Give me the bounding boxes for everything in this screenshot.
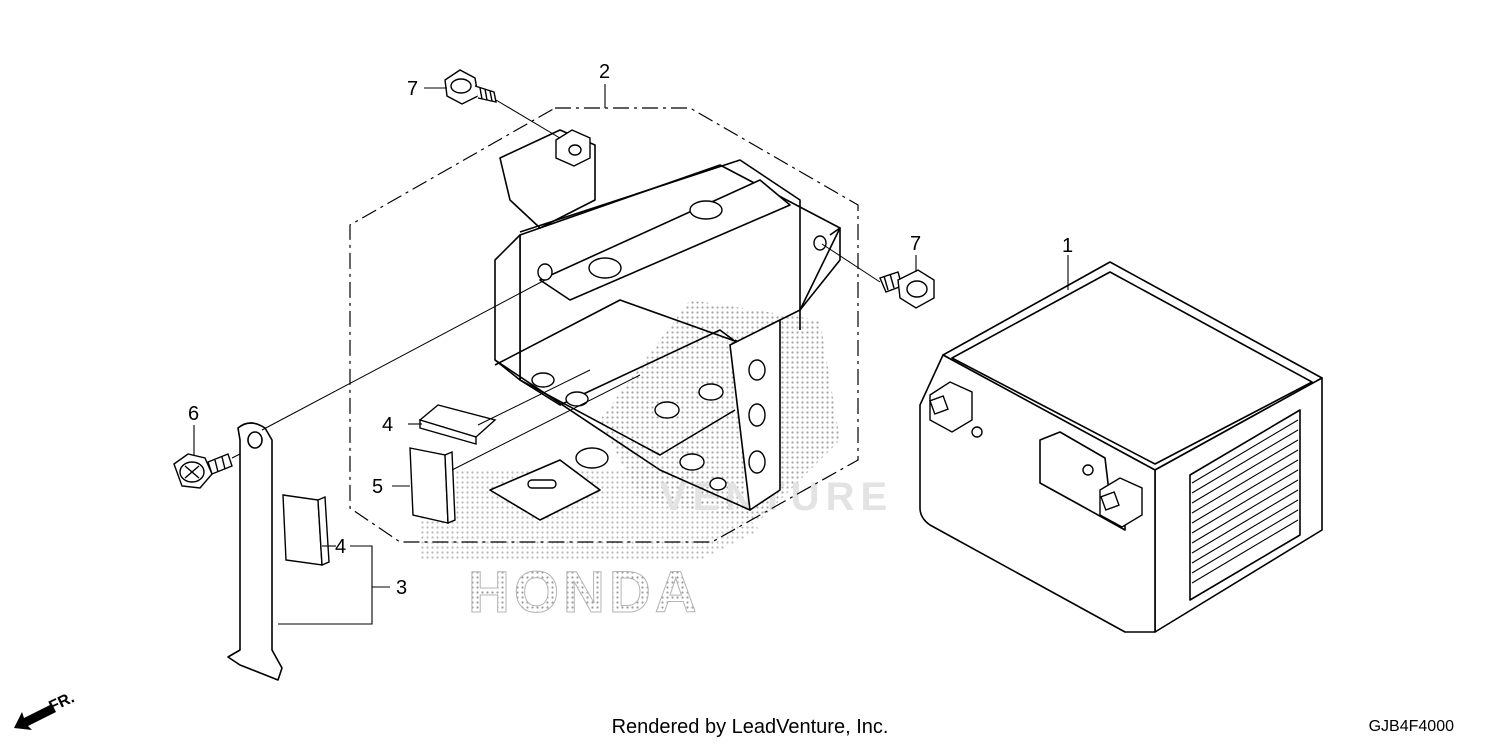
callout-numbers: 1 2 3 4 4 5 6 7 7 (188, 61, 1073, 599)
battery-band (227, 422, 283, 681)
svg-text:HONDA: HONDA (468, 560, 701, 625)
screw-left (173, 453, 233, 489)
battery-terminals (929, 381, 1143, 528)
leader-lines (193, 84, 1069, 625)
callout-part-1: 1 (1062, 235, 1073, 257)
callout-part-7-right: 7 (910, 233, 921, 255)
callout-part-3: 3 (396, 577, 407, 599)
callout-part-5: 5 (372, 476, 383, 498)
callout-part-4-lower: 4 (335, 536, 346, 558)
watermark-logo: HONDA VENTURE (420, 300, 887, 626)
front-label: FR. (47, 689, 78, 715)
assembly-boundary-part-2 (349, 107, 859, 543)
nut-top (555, 129, 591, 167)
bolt-top (444, 69, 497, 105)
callout-part-4-upper: 4 (382, 414, 393, 436)
bracket-holes (527, 200, 827, 491)
diagram-code: GJB4F4000 (1368, 718, 1454, 735)
front-arrow-icon (14, 704, 56, 730)
battery (919, 261, 1323, 633)
bolt-right (879, 269, 935, 309)
battery-ribs (1191, 419, 1299, 584)
callout-part-2: 2 (599, 61, 610, 83)
callout-part-6: 6 (188, 403, 199, 425)
callout-part-7-top: 7 (407, 78, 418, 100)
rubber-pads (282, 404, 497, 567)
render-credit: Rendered by LeadVenture, Inc. (611, 716, 889, 738)
